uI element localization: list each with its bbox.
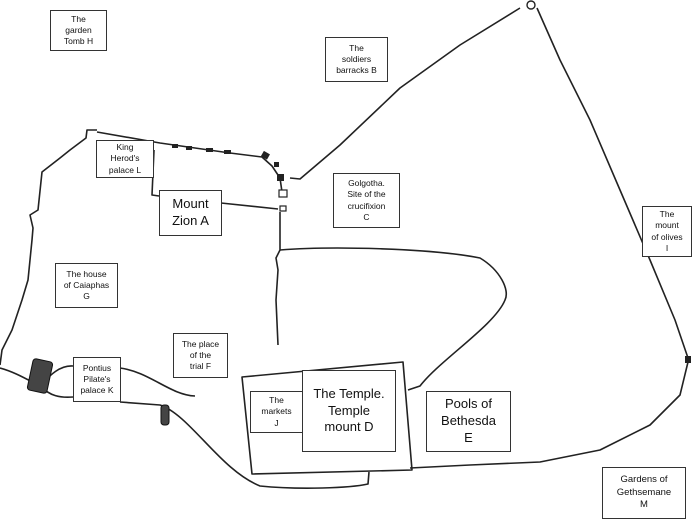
label-pools-of-bethesda: Pools of Bethesda E (426, 391, 511, 452)
label-mount-of-olives: The mount of olives I (642, 206, 692, 257)
label-pilates-palace: Pontius Pilate's palace K (73, 357, 121, 402)
label-garden-tomb: The garden Tomb H (50, 10, 107, 51)
label-house-of-caiaphas: The house of Caiaphas G (55, 263, 118, 308)
label-herods-palace: King Herod's palace L (96, 140, 154, 178)
road-temple (119, 401, 370, 489)
inner-loop (279, 247, 507, 391)
label-markets: The markets J (250, 391, 303, 433)
temple-enclosure (241, 361, 413, 475)
north-east-wall (289, 7, 521, 180)
south-east-wall (409, 361, 689, 469)
label-gethsemane: Gardens of Gethsemane M (602, 467, 686, 519)
west-wall (0, 129, 97, 366)
label-golgotha: Golgotha. Site of the crucifixion C (333, 173, 400, 228)
label-place-of-trial: The place of the trial F (173, 333, 228, 378)
label-temple: The Temple. Temple mount D (302, 370, 396, 452)
label-mount-zion: Mount Zion A (159, 190, 222, 236)
label-soldiers-barracks: The soldiers barracks B (325, 37, 388, 82)
road-trial (119, 367, 196, 397)
zion-wall (220, 202, 279, 210)
east-wall (536, 7, 689, 359)
inner-wall (275, 212, 281, 346)
